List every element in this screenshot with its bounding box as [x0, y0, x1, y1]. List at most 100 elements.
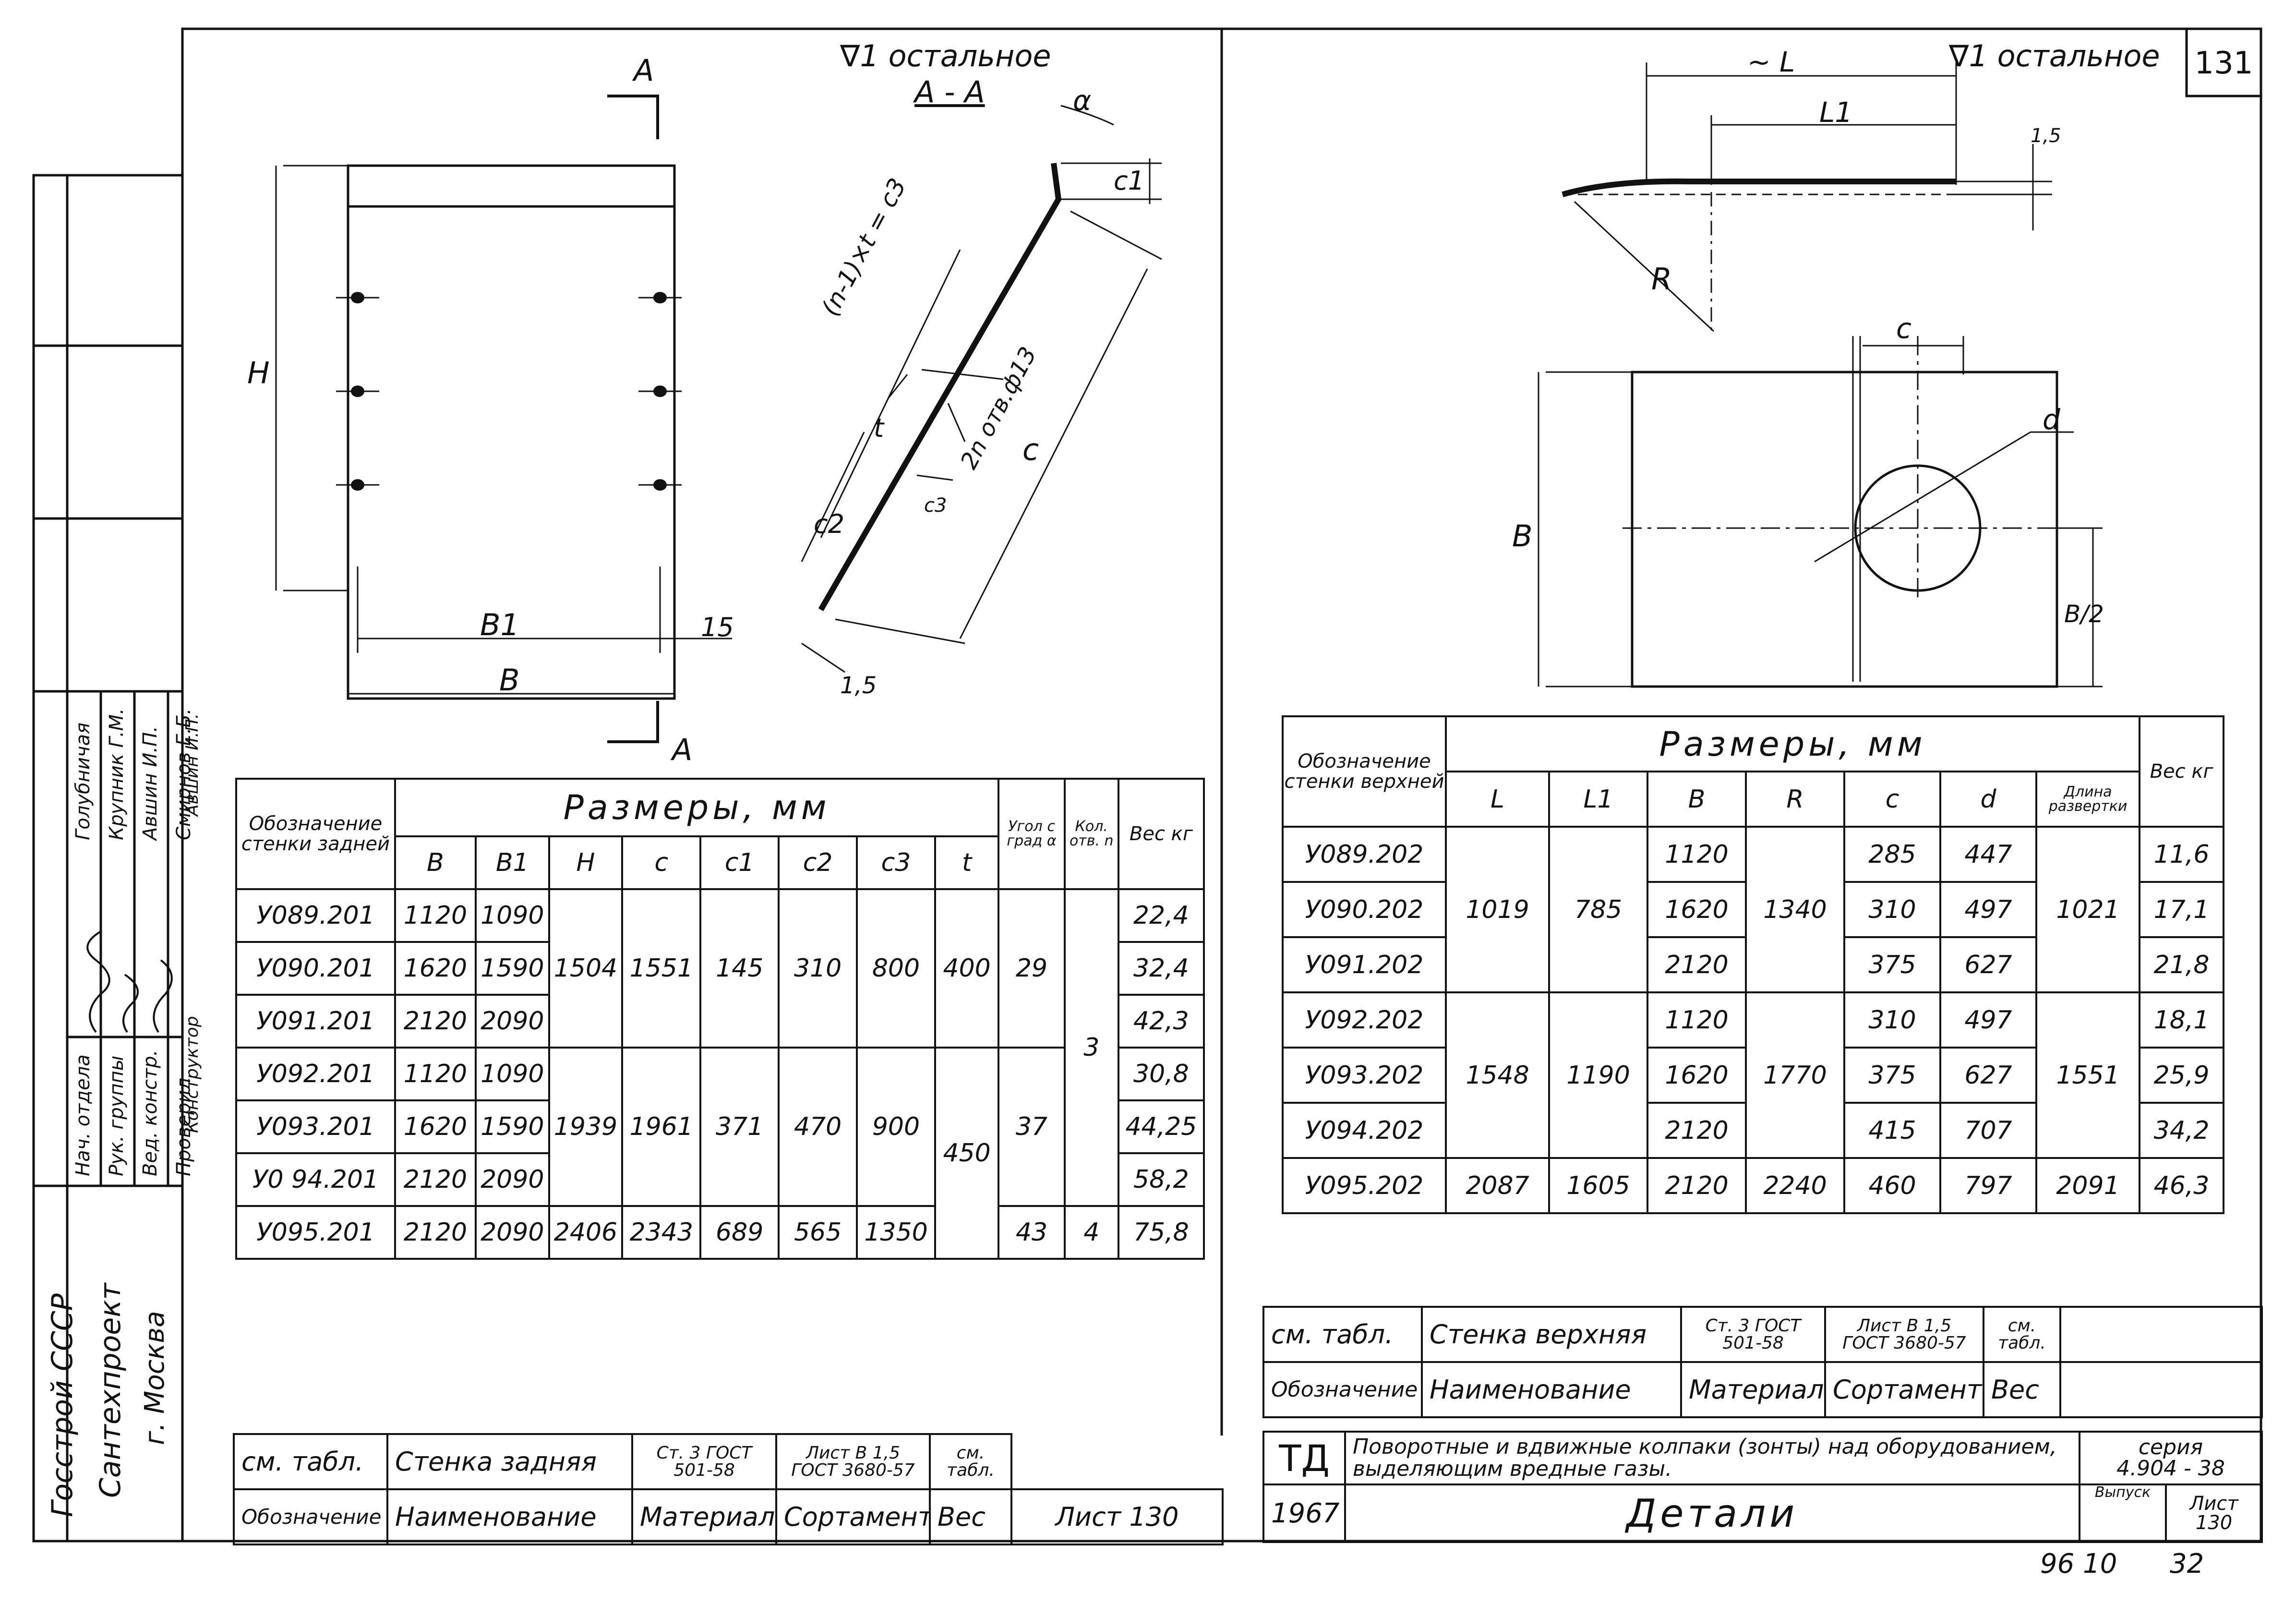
cell-b1: 1090 — [474, 1047, 550, 1101]
table-row: У090.201 1620 1590 32,4 — [235, 941, 1205, 996]
cell-c: 1551 — [621, 888, 702, 1049]
group-header: Размеры, мм — [1444, 715, 2141, 772]
spec-weight: см. табл. — [929, 1433, 1012, 1490]
cell-weight: 21,8 — [2139, 936, 2225, 993]
cell-c: 1961 — [621, 1047, 702, 1207]
cell-weight: 18,1 — [2139, 991, 2225, 1049]
cell-b: 1120 — [1647, 991, 1747, 1049]
cell-weight: 32,4 — [1117, 941, 1205, 996]
title-description: Поворотные и вдвижные колпаки (зонты) на… — [1344, 1431, 2080, 1485]
cell-weight: 17,1 — [2139, 881, 2225, 938]
dim-c1-label: c1 — [1114, 166, 1145, 196]
spec-sortament: Лист B 1,5 ГОСТ 3680-57 — [1824, 1306, 1984, 1363]
cell-b1: 2090 — [474, 1152, 550, 1207]
dim-15-label: 15 — [701, 612, 734, 642]
spec-h-material: Материал — [631, 1488, 777, 1545]
cell-c: 375 — [1843, 1047, 1941, 1104]
cell-d: 627 — [1939, 1047, 2037, 1104]
title-sheet: Лист 130 — [2165, 1483, 2263, 1543]
dim-l1-label: L1 — [1819, 96, 1853, 129]
col-t: t — [934, 835, 1000, 890]
cell-angle: 29 — [998, 888, 1066, 1049]
top-wall-spec: см. табл. Стенка верхняя Ст. 3 ГОСТ 501-… — [1262, 1306, 2263, 1418]
cell-c2: 310 — [778, 888, 858, 1049]
stamp-role-5: Конструктор — [182, 1016, 202, 1133]
col-designation: Обозначение стенки задней — [235, 778, 396, 890]
col-b: B — [394, 835, 477, 890]
side-stamp-frame — [32, 174, 184, 1543]
table-row: У093.201 1620 1590 44,25 — [235, 1099, 1205, 1154]
title-year: 1967 — [1262, 1483, 1346, 1543]
cell-h: 2406 — [548, 1205, 624, 1260]
cell-c2: 565 — [778, 1205, 858, 1260]
cell-d: 497 — [1939, 991, 2037, 1049]
roughness-note-right: ∇1 остальное — [1949, 38, 2160, 73]
table-row: У094.202 2120 415 707 34,2 — [1282, 1102, 2225, 1159]
table-row: У092.202 1548 1190 1120 1770 310 497 155… — [1282, 991, 2225, 1159]
col-c: c — [1843, 771, 1941, 828]
cell-length: 2091 — [2035, 1157, 2141, 1214]
dim-c-right-label: c — [1896, 312, 1911, 345]
title-series-label: серия — [2138, 1435, 2203, 1459]
cell-c: 415 — [1843, 1102, 1941, 1159]
title-block: ТД Поворотные и вдвижные колпаки (зонты)… — [1262, 1431, 2263, 1543]
cell-weight: 22,4 — [1117, 888, 1205, 943]
dim-b-label: B — [499, 663, 520, 698]
table-row: У090.202 1620 310 497 17,1 — [1282, 881, 2225, 938]
stamp-role-2: Рук. группы — [106, 1055, 128, 1176]
top-wall-plan-view — [1538, 336, 2103, 688]
stamp-name-5: Авшин И.П. — [182, 713, 202, 816]
row-id: У093.201 — [235, 1099, 396, 1154]
table-row: У092.201 1120 1090 1939 1961 371 470 900… — [235, 1047, 1205, 1260]
table-row: У093.202 1620 375 627 25,9 — [1282, 1047, 2225, 1104]
back-wall-table: Обозначение стенки задней Размеры, мм Уг… — [235, 778, 1205, 1260]
spec-material: Ст. 3 ГОСТ 501-58 — [631, 1433, 777, 1490]
cell-b: 1120 — [394, 1047, 477, 1101]
spec-h-designation: Обозначение — [233, 1488, 388, 1545]
col-holes: Кол. отв. n — [1063, 778, 1119, 890]
spec-h-designation: Обозначение — [1262, 1361, 1423, 1418]
title-sheet-value: 130 — [2195, 1512, 2233, 1534]
cell-length: 1551 — [2035, 991, 2141, 1159]
cell-weight: 46,3 — [2139, 1157, 2225, 1214]
dim-thickness-right: 1,5 — [2031, 125, 2061, 147]
cell-b: 2120 — [1647, 1102, 1747, 1159]
spec-h-sortament: Сортамент — [775, 1488, 931, 1545]
cell-weight: 30,8 — [1117, 1047, 1205, 1101]
cell-h: 1939 — [548, 1047, 624, 1207]
cell-d: 447 — [1939, 826, 2037, 883]
spec-h-sortament: Сортамент — [1824, 1361, 1984, 1418]
cell-holes: 3 — [1063, 888, 1119, 1207]
top-wall-table: Обозначение стенки верхней Размеры, мм В… — [1282, 715, 2225, 1214]
title-name: Детали — [1344, 1483, 2080, 1543]
spec-material: Ст. 3 ГОСТ 501-58 — [1680, 1306, 1826, 1363]
section-mark-top: A — [634, 53, 654, 88]
table-row: У089.201 1120 1090 1504 1551 145 310 800… — [235, 888, 1205, 1207]
stamp-org2: Сантехпроект — [94, 1283, 127, 1498]
cell-b: 2120 — [1647, 1157, 1747, 1214]
spec-empty — [2059, 1361, 2263, 1418]
cell-b: 1620 — [1647, 881, 1747, 938]
cell-b1: 1090 — [474, 888, 550, 943]
cell-l1: 785 — [1548, 826, 1648, 993]
back-wall-front-view — [275, 95, 732, 743]
spec-name: Стенка задняя — [386, 1433, 633, 1490]
cell-l: 1548 — [1445, 991, 1550, 1159]
cell-b: 2120 — [1647, 936, 1747, 993]
cell-weight: 34,2 — [2139, 1102, 2225, 1159]
dim-r-label: R — [1651, 262, 1672, 297]
col-c2: c2 — [778, 835, 858, 890]
cell-weight: 11,6 — [2139, 826, 2225, 883]
col-c1: c1 — [699, 835, 780, 890]
dim-d-label: d — [2043, 403, 2060, 436]
cell-r: 1340 — [1745, 826, 1845, 993]
cell-t: 400 — [934, 888, 1000, 1049]
dim-thickness-left: 1,5 — [840, 672, 877, 699]
row-id: У092.202 — [1282, 991, 1447, 1049]
stamp-name-1: Голубничая — [72, 722, 94, 840]
sheet-number: 131 — [2194, 46, 2253, 81]
col-h: H — [548, 835, 624, 890]
spec-h-name: Наименование — [386, 1488, 633, 1545]
cell-holes: 4 — [1063, 1205, 1119, 1260]
dim-t-label: t — [874, 413, 884, 443]
